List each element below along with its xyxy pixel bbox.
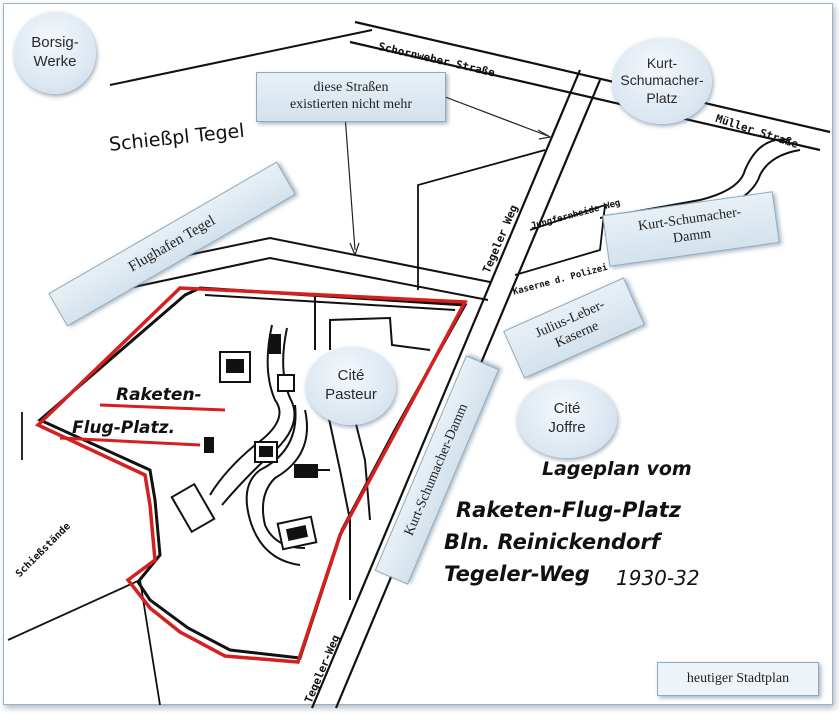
schornweber-street-lines (349, 20, 831, 152)
handwritten-raketen-line1: Raketen- (116, 385, 202, 405)
map-title-line3: Bln. Reinickendorf (444, 530, 660, 554)
red-underlines (59, 403, 226, 447)
upper-diagonal-road (109, 29, 373, 86)
label-borsig-werke: Borsig- Werke (14, 12, 96, 94)
label-kurt-schumacher-platz: Kurt- Schumacher- Platz (612, 38, 712, 124)
label-cite-joffre: Cité Joffre (517, 380, 617, 458)
map-title-years: 1930-32 (616, 566, 700, 590)
map-title-line4: Tegeler-Weg (444, 562, 590, 586)
label-cite-pasteur: Cité Pasteur (306, 347, 396, 425)
site-buildings (170, 334, 318, 551)
legend-heutiger-stadtplan: heutiger Stadtplan (657, 662, 819, 696)
site-boundary-red (34, 286, 468, 664)
site-paths (204, 294, 456, 600)
map-title-line2: Raketen-Flug-Platz (456, 498, 682, 522)
note-arrows (344, 94, 552, 257)
handwritten-raketen-line2: Flug-Platz. (72, 418, 176, 438)
note-streets-no-longer-exist: diese Straßen existierten nicht mehr (256, 72, 446, 122)
kaserne-block (417, 149, 607, 290)
map-title-line1: Lageplan vom (542, 458, 692, 480)
